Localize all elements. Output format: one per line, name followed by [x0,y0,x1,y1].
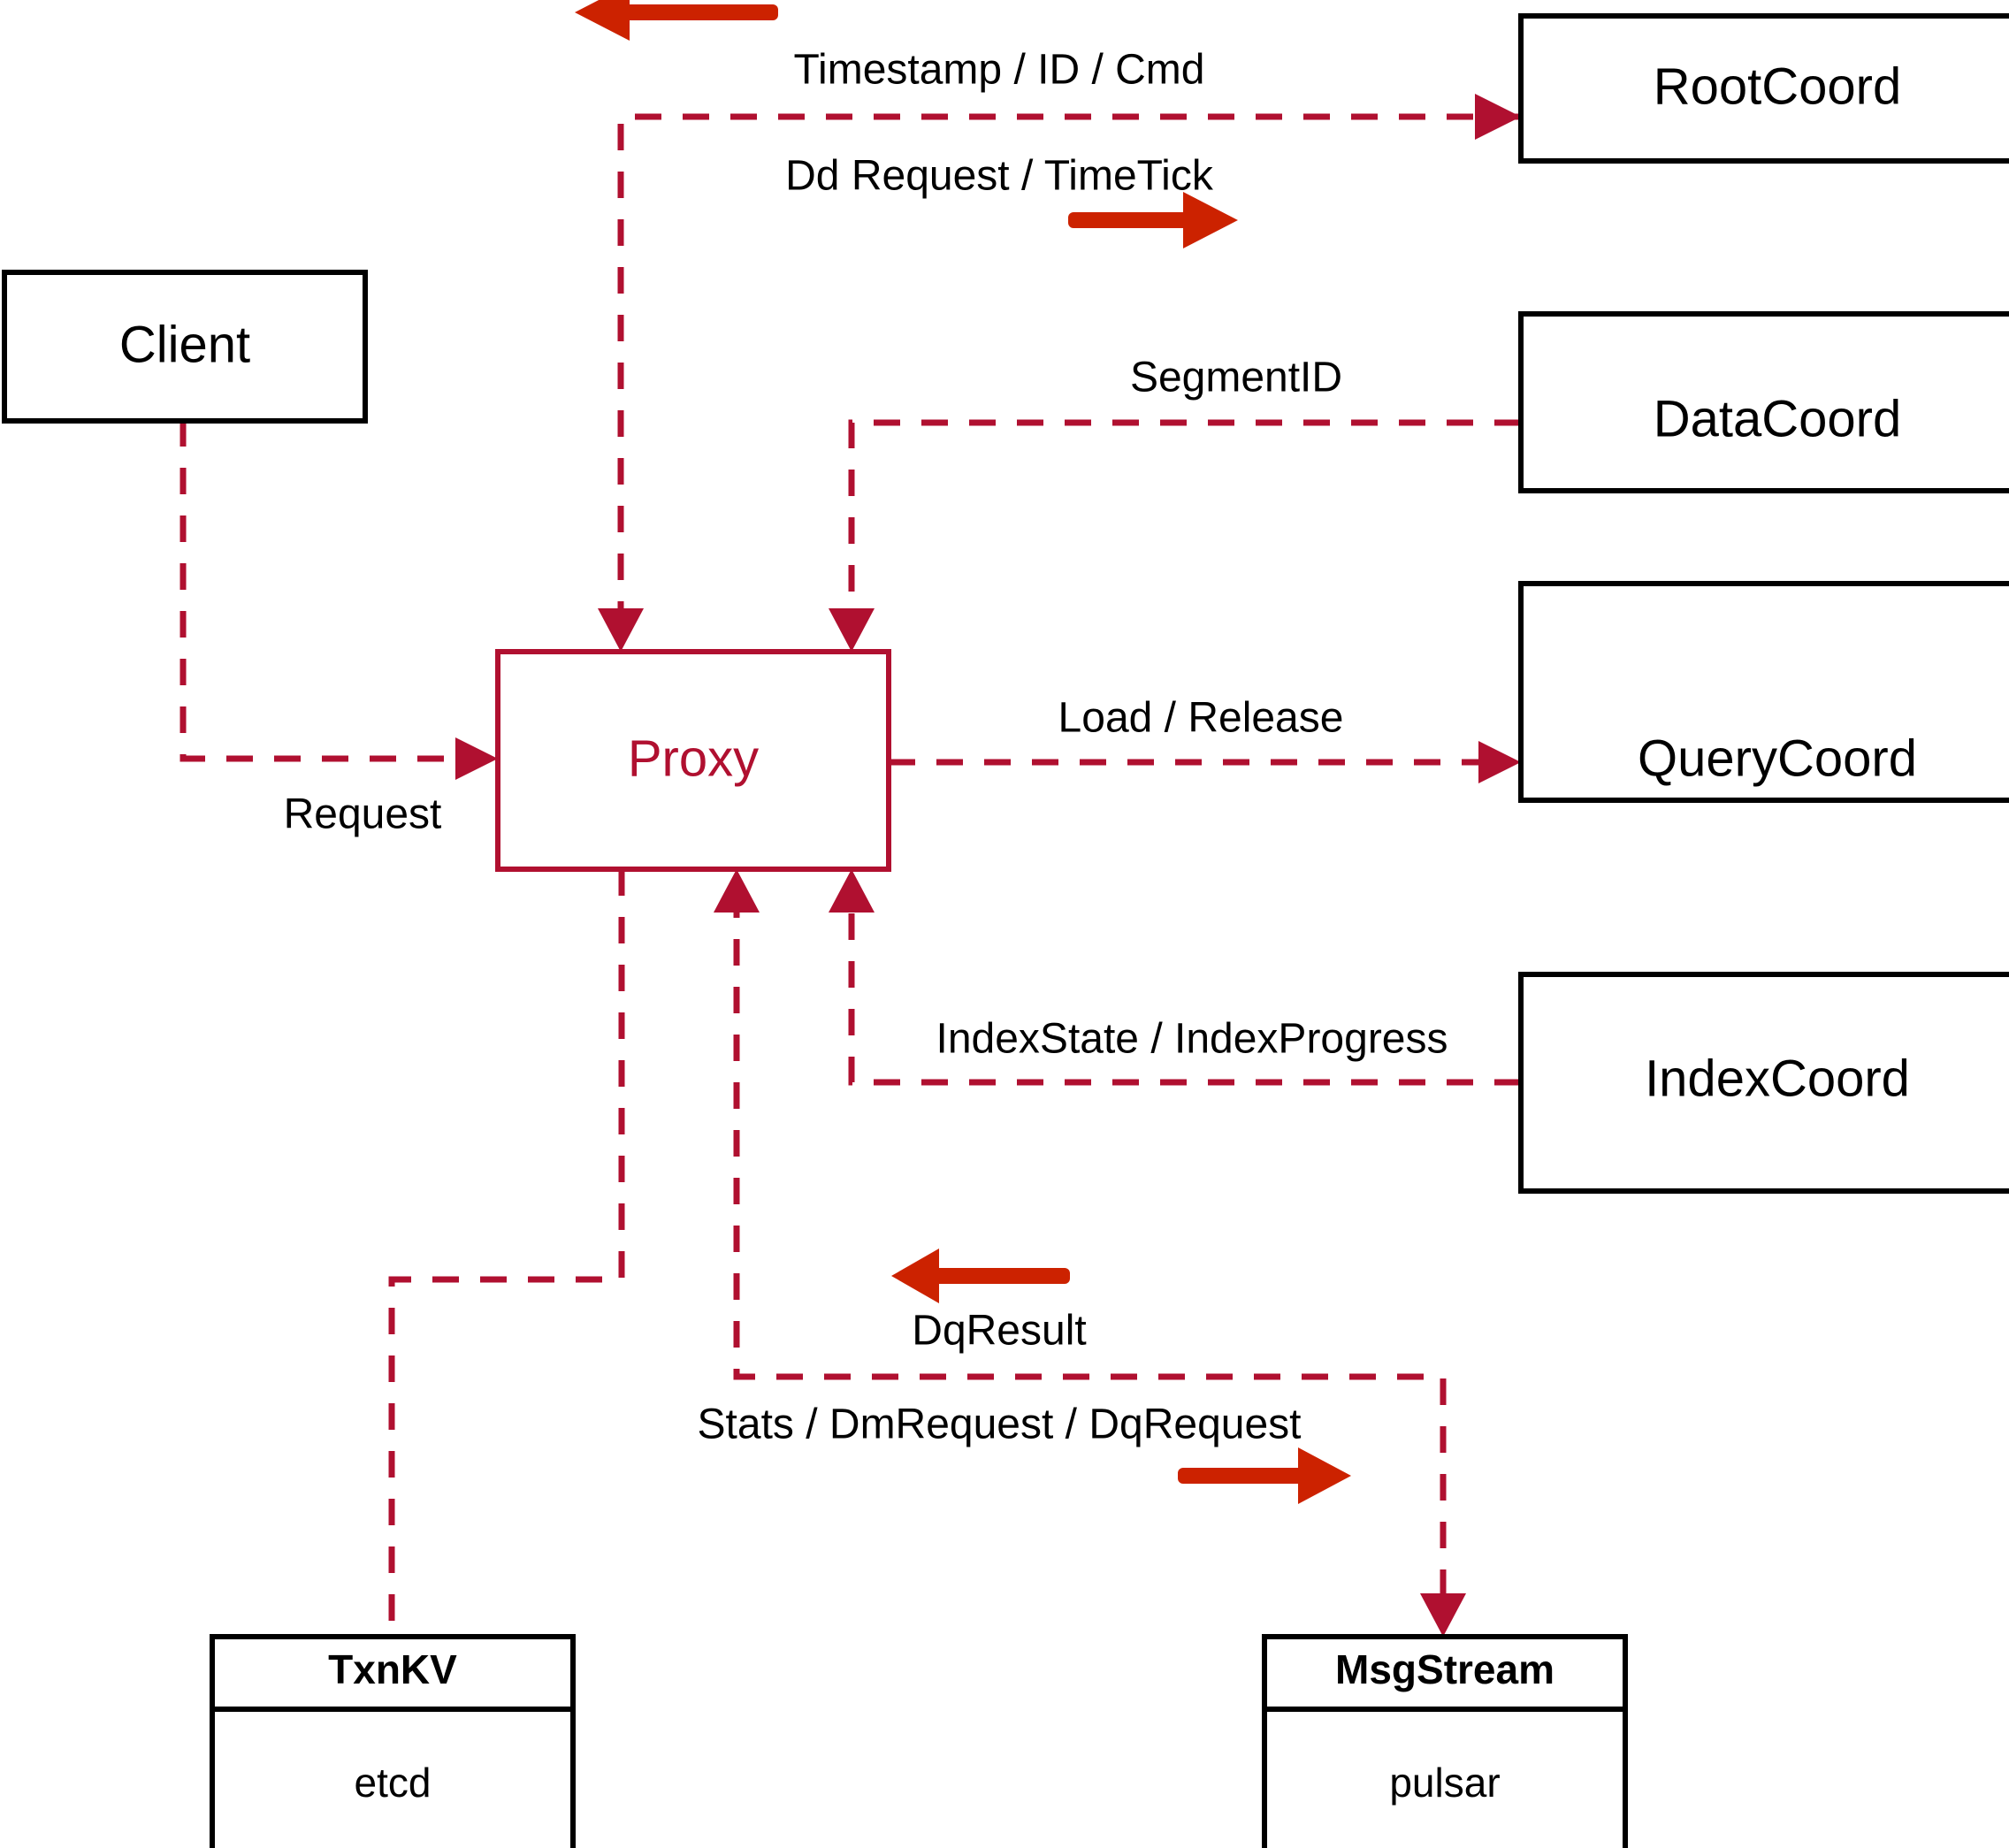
edge-dqresult-path [733,891,1447,1613]
node-txnkv-title: TxnKV [328,1646,457,1692]
node-client-label: Client [119,316,250,373]
node-datacoord-box[interactable] [1518,311,2009,493]
edge-txnkv-path [388,869,625,1637]
node-indexcoord[interactable]: IndexCoord [1518,972,2009,1194]
edge-label-dd-request-timetick: Dd Request / TimeTick [785,153,1214,200]
node-client[interactable]: Client [2,270,368,424]
edge-rootcoord-in-arrowhead [598,608,644,652]
node-msgstream[interactable]: MsgStream pulsar [1262,1634,1628,1848]
direction-arrow-right-dmrequest [1178,1447,1351,1504]
edge-datacoord [829,419,1521,652]
edge-label-segmentid: SegmentID [1130,355,1342,401]
direction-arrow-left-dqresult [891,1249,1070,1303]
edge-client-request-arrowhead [455,737,498,780]
edge-rootcoord-out-arrowhead [1475,94,1521,140]
edge-datacoord-path [848,419,1521,630]
node-proxy-label: Proxy [628,729,759,787]
node-querycoord[interactable]: QueryCoord [1518,581,2009,803]
node-msgstream-impl: pulsar [1389,1760,1500,1806]
node-txnkv-box[interactable] [210,1634,576,1848]
edge-querycoord [889,741,1521,783]
node-indexcoord-box[interactable] [1518,972,2009,1194]
edge-datacoord-arrowhead [829,608,875,652]
node-rootcoord-label: RootCoord [1654,57,1901,115]
node-rootcoord[interactable]: RootCoord [1518,13,2009,164]
node-querycoord-label: QueryCoord [1638,729,1917,787]
edge-msgstream-arrowhead [1420,1593,1466,1637]
edge-label-timestamp-id-cmd: Timestamp / ID / Cmd [794,47,1205,94]
node-proxy-box[interactable] [495,649,891,872]
edge-rootcoord-in [598,113,1521,652]
node-indexcoord-label: IndexCoord [1645,1050,1910,1107]
edge-indexcoord-arrowhead [829,869,875,913]
node-datacoord[interactable]: DataCoord [1518,311,2009,493]
edge-indexcoord [829,869,1521,1086]
edge-dqresult [714,869,1466,1637]
edge-label-request: Request [284,791,442,838]
node-txnkv[interactable]: TxnKV etcd [210,1634,576,1848]
edge-querycoord-arrowhead [1478,741,1521,783]
direction-arrow-left-timestamp [575,0,778,41]
edge-label-dqresult: DqResult [912,1308,1086,1355]
node-rootcoord-box[interactable] [1518,13,2009,164]
edge-rootcoord-out [1475,94,1521,140]
edge-indexcoord-path [848,891,1521,1086]
edge-label-load-release: Load / Release [1058,695,1344,742]
edge-label-stats-dmrequest-dqrequest: Stats / DmRequest / DqRequest [698,1401,1302,1448]
node-client-box[interactable] [2,270,368,424]
node-txnkv-impl: etcd [355,1760,432,1806]
edge-client-request-path [180,420,477,762]
edge-rootcoord-in-path [617,113,1521,630]
node-querycoord-box[interactable] [1518,581,2009,803]
edge-label-indexstate-indexprogress: IndexState / IndexProgress [936,1016,1448,1063]
edge-dqresult-arrowhead [714,869,760,913]
node-msgstream-title: MsgStream [1335,1646,1554,1692]
node-datacoord-label: DataCoord [1654,390,1901,447]
edge-client-request [180,420,498,780]
edge-txnkv [388,869,625,1637]
node-msgstream-box[interactable] [1262,1634,1628,1848]
direction-arrow-right-ddrequest [1068,192,1238,248]
node-proxy[interactable]: Proxy [495,649,891,872]
